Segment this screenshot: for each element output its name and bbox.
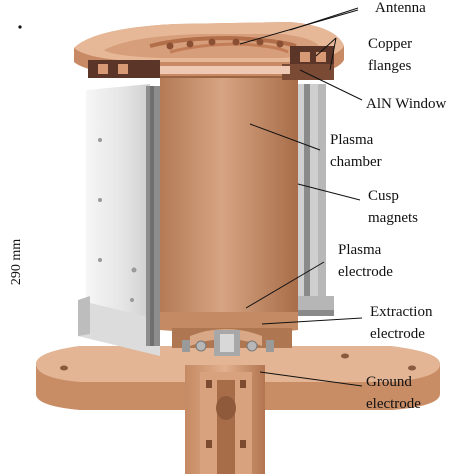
leader-window bbox=[299, 69, 363, 101]
leader-plasma-electrode bbox=[245, 261, 325, 309]
leader-extraction bbox=[261, 317, 363, 325]
leader-antenna-2 bbox=[239, 9, 359, 45]
label-plasma-chamber: Plasma chamber bbox=[330, 132, 382, 170]
label-cusp-magnets: Cusp magnets bbox=[368, 188, 418, 226]
label-ground-electrode: Ground electrode bbox=[366, 374, 421, 412]
label-plasma-electrode: Plasma electrode bbox=[338, 242, 393, 280]
label-antenna: Antenna bbox=[375, 0, 426, 16]
label-extraction-electrode: Extraction electrode bbox=[370, 304, 436, 342]
leader-flange bbox=[315, 37, 337, 57]
leader-magnets bbox=[297, 183, 361, 201]
label-copper-flanges: Copper flanges bbox=[368, 36, 416, 74]
leader-lines bbox=[239, 7, 363, 387]
top-flange bbox=[74, 22, 344, 80]
leader-ground bbox=[259, 371, 363, 387]
plasma-chamber bbox=[160, 70, 298, 320]
leader-flange-2 bbox=[329, 37, 337, 71]
dimension-label: 290 mm bbox=[9, 239, 24, 285]
marker-dot bbox=[18, 25, 22, 29]
leader-chamber bbox=[249, 123, 321, 151]
ground-electrode-stem bbox=[185, 365, 265, 474]
magnet-housing bbox=[78, 84, 160, 356]
electrode-assembly bbox=[160, 312, 298, 356]
cusp-magnet-steel bbox=[146, 84, 334, 346]
label-aln-window: AlN Window bbox=[366, 96, 447, 112]
